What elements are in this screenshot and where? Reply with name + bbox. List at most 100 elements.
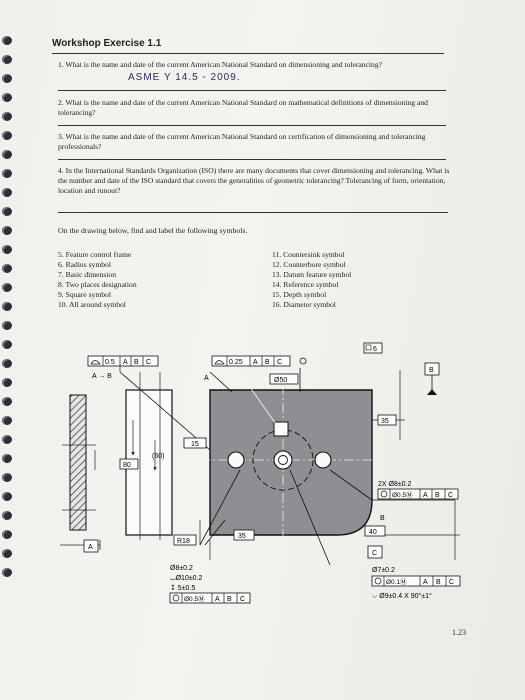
svg-text:C: C <box>277 359 282 366</box>
spiral-ring <box>2 435 12 444</box>
datum-a: A <box>88 544 93 551</box>
spiral-ring <box>2 207 12 216</box>
csink-line-1: Ø7±0.2 <box>372 567 395 574</box>
spiral-ring <box>2 188 12 197</box>
svg-text:B: B <box>435 492 440 499</box>
hole-right <box>314 451 332 469</box>
spiral-ring <box>2 378 12 387</box>
svg-text:A: A <box>423 492 428 499</box>
spiral-ring <box>2 549 12 558</box>
svg-text:B: B <box>227 596 232 603</box>
feature-control-frame-holes: Ø0.5Ⓜ A B C <box>377 488 459 500</box>
dim-60-reference: (60) <box>152 453 164 460</box>
svg-text:A: A <box>423 579 428 586</box>
symbol-item: 6. Radius symbol <box>58 260 111 269</box>
spiral-ring <box>2 169 12 178</box>
spiral-ring <box>2 302 12 311</box>
svg-text:B: B <box>134 359 139 366</box>
symbol-item: 14. Reference symbol <box>272 280 339 289</box>
svg-text:C: C <box>449 579 454 586</box>
datum-c: C <box>372 550 377 557</box>
answer-line-3 <box>58 159 446 160</box>
holes-note: 2X Ø8±0.2 <box>378 481 412 488</box>
dim-r18: R18 <box>177 538 190 545</box>
center-bore <box>252 429 314 491</box>
hole-left <box>227 451 245 469</box>
symbol-item: 8. Two places designation <box>58 280 137 289</box>
symbol-list-right: 11. Countersink symbol 12. Counterbore s… <box>272 250 351 310</box>
symbol-item: 5. Feature control frame <box>58 250 132 259</box>
svg-text:B: B <box>265 359 270 366</box>
answer-line-4 <box>58 212 448 213</box>
symbol-item: 9. Square symbol <box>58 290 111 299</box>
symbol-item: 16. Diameter symbol <box>272 300 336 309</box>
spiral-ring <box>2 36 12 45</box>
spiral-ring <box>2 359 12 368</box>
spiral-ring <box>2 131 12 140</box>
svg-text:B: B <box>436 579 441 586</box>
answer-line-2 <box>58 125 446 126</box>
side-view-hatch <box>69 394 87 531</box>
svg-text:Ø0.5Ⓜ: Ø0.5Ⓜ <box>392 491 413 499</box>
dim-80: 80 <box>123 462 131 469</box>
cbore-line-1: Ø8±0.2 <box>170 565 193 572</box>
spiral-ring <box>2 93 12 102</box>
question-3: 3. What is the name and date of the curr… <box>58 132 426 151</box>
dim-15: 15 <box>191 441 199 448</box>
symbol-list-left: 5. Feature control frame 6. Radius symbo… <box>58 250 137 310</box>
svg-text:C: C <box>146 359 151 366</box>
spiral-ring <box>2 321 12 330</box>
feature-control-frame-left: 0.5 A B C <box>87 355 159 367</box>
symbol-item: 11. Countersink symbol <box>272 250 345 259</box>
datum-arrow-label: A → B <box>92 373 112 380</box>
drawing-instructions: On the drawing below, find and label the… <box>58 226 248 235</box>
spiral-ring <box>2 226 12 235</box>
feature-control-frame-top: 0.25 A B C <box>211 355 307 367</box>
spiral-ring <box>2 416 12 425</box>
spiral-ring <box>2 74 12 83</box>
csink-note: ⌵ Ø9±0.4 X 90°±1° <box>372 592 432 600</box>
label-a: A <box>204 375 209 382</box>
svg-text:Ø0.1Ⓜ: Ø0.1Ⓜ <box>386 578 407 586</box>
question-4: 4. In the International Standards Organi… <box>58 166 450 195</box>
b-leader-label: B <box>380 515 385 522</box>
spiral-ring <box>2 397 12 406</box>
svg-text:A: A <box>253 359 258 366</box>
spiral-ring <box>2 568 12 577</box>
answer-line-1 <box>58 90 446 91</box>
page-number: 1.23 <box>452 628 466 637</box>
spiral-ring <box>2 340 12 349</box>
datum-b: B <box>429 367 434 374</box>
spiral-ring <box>2 492 12 501</box>
spiral-binding <box>0 36 18 596</box>
feature-control-frame-cbore: Ø0.5Ⓜ A B C <box>169 592 251 604</box>
cbore-line-2: ⌴Ø10±0.2 <box>170 575 203 582</box>
svg-text:A: A <box>215 596 220 603</box>
hole-center <box>273 450 293 470</box>
dim-35-right: 35 <box>381 418 389 425</box>
svg-text:0.5: 0.5 <box>105 359 115 366</box>
symbol-item: 12. Counterbore symbol <box>272 260 346 269</box>
title-rule <box>52 53 444 54</box>
square-feature <box>273 421 289 437</box>
spiral-ring <box>2 454 12 463</box>
spiral-ring <box>2 112 12 121</box>
question-1: 1. What is the name and date of the curr… <box>58 60 382 69</box>
spiral-ring <box>2 511 12 520</box>
cbore-line-3: ↧ 5±0.5 <box>170 584 195 592</box>
symbol-item: 7. Basic dimension <box>58 270 117 279</box>
feature-control-frame-csink: Ø0.1Ⓜ A B C <box>371 575 461 587</box>
spiral-ring <box>2 245 12 254</box>
svg-text:Ø0.5Ⓜ: Ø0.5Ⓜ <box>184 595 205 603</box>
dim-dia50: Ø50 <box>274 377 287 384</box>
svg-text:C: C <box>448 492 453 499</box>
spiral-ring <box>2 55 12 64</box>
dim-6: 6 <box>373 346 377 353</box>
dim-40: 40 <box>369 529 377 536</box>
spiral-ring <box>2 530 12 539</box>
spiral-ring <box>2 264 12 273</box>
dim-35-bottom: 35 <box>238 533 246 540</box>
symbol-item: 10. All around symbol <box>58 300 126 309</box>
